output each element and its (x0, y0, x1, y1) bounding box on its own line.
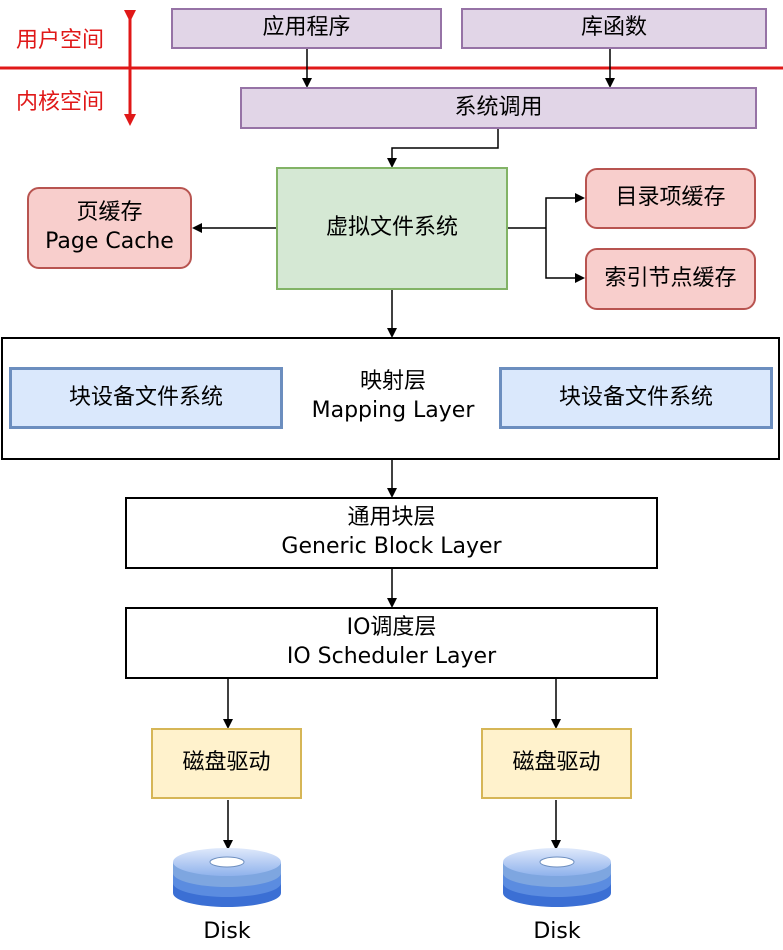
inode-cache-box: 索引节点缓存 (585, 248, 756, 310)
arrow-vfs-dentry (545, 193, 585, 228)
vfs-label: 虚拟文件系统 (325, 215, 458, 241)
mapping-layer-label-cn: 映射层 (359, 369, 426, 394)
dentry-cache-label: 目录项缓存 (615, 185, 726, 211)
disk-icon-left (173, 848, 281, 907)
disk-driver-left-box: 磁盘驱动 (151, 728, 302, 799)
library-box: 库函数 (461, 8, 767, 49)
page-cache-label-cn: 页缓存 (76, 200, 143, 226)
generic-block-label-cn: 通用块层 (347, 505, 436, 531)
io-scheduler-label-en: IO Scheduler Layer (286, 644, 497, 669)
dentry-cache-box: 目录项缓存 (585, 168, 756, 229)
syscall-label: 系统调用 (454, 94, 543, 120)
disk-driver-right-label: 磁盘驱动 (512, 750, 601, 776)
application-label: 应用程序 (262, 15, 351, 41)
generic-block-layer-box: 通用块层 Generic Block Layer (125, 497, 658, 569)
io-scheduler-layer-box: IO调度层 IO Scheduler Layer (125, 607, 658, 679)
syscall-box: 系统调用 (240, 87, 757, 129)
library-label: 库函数 (580, 15, 647, 41)
page-cache-box: 页缓存 Page Cache (27, 187, 192, 269)
arrow-syscall-vfs (387, 128, 499, 168)
user-space-label: 用户空间 (16, 28, 105, 53)
block-fs-right-label: 块设备文件系统 (558, 384, 713, 410)
disk-right-label: Disk (533, 919, 581, 944)
block-fs-right-box: 块设备文件系统 (499, 367, 773, 429)
mapping-layer-title: 映射层 Mapping Layer (283, 368, 503, 425)
disk-driver-left-label: 磁盘驱动 (182, 750, 271, 776)
application-box: 应用程序 (171, 8, 442, 49)
mapping-layer-label-en: Mapping Layer (311, 397, 475, 423)
vfs-box: 虚拟文件系统 (276, 167, 508, 290)
block-fs-left-box: 块设备文件系统 (9, 367, 283, 429)
arrow-vfs-inode (545, 228, 585, 283)
block-fs-left-label: 块设备文件系统 (68, 384, 223, 410)
page-cache-label-en: Page Cache (45, 229, 174, 254)
io-scheduler-label-cn: IO调度层 (346, 615, 437, 641)
inode-cache-label: 索引节点缓存 (604, 265, 737, 291)
disk-left-label: Disk (203, 919, 251, 944)
disk-icon-right (503, 848, 611, 907)
kernel-space-label: 内核空间 (16, 90, 105, 115)
disk-driver-right-box: 磁盘驱动 (481, 728, 632, 799)
generic-block-label-en: Generic Block Layer (281, 534, 502, 559)
